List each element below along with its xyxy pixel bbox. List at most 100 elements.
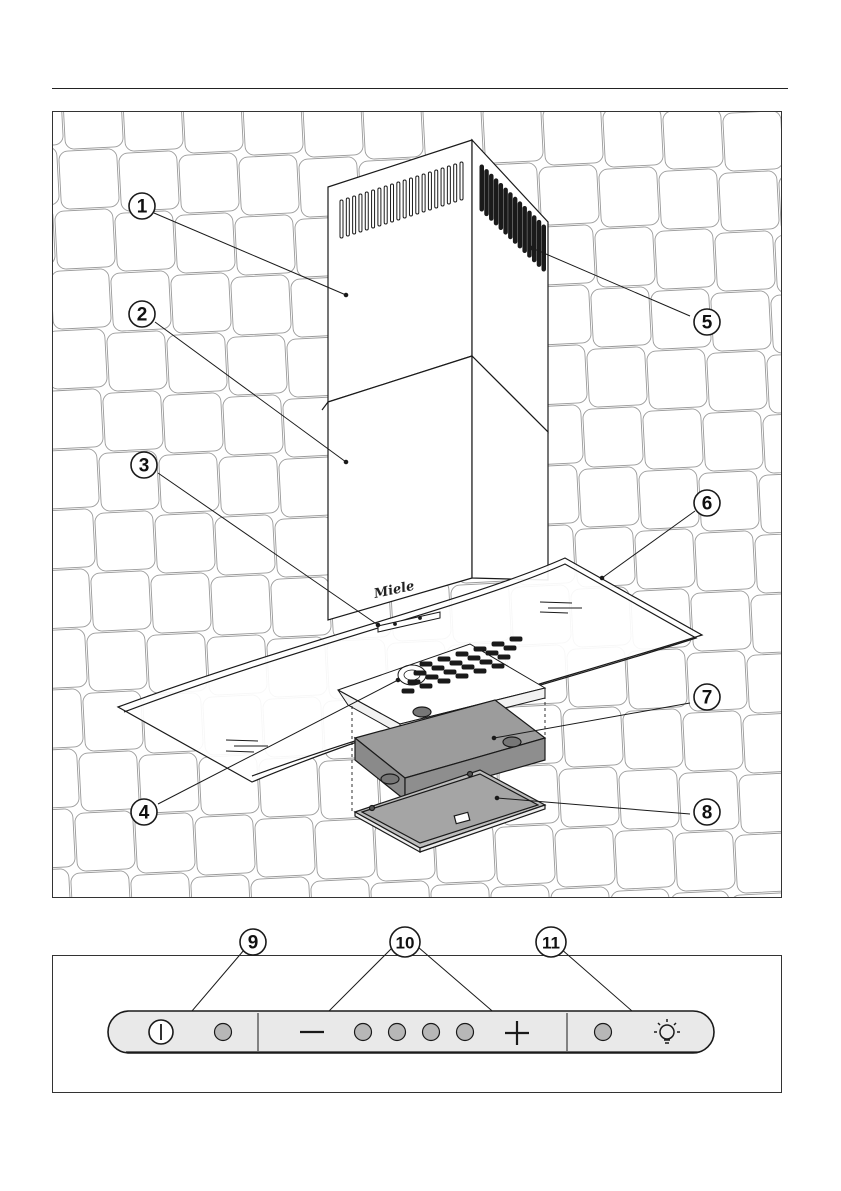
wall-tile (31, 569, 92, 630)
wall-tile (95, 511, 156, 572)
wall-tile (35, 509, 96, 570)
wall-tile (23, 689, 84, 750)
wall-tile (719, 171, 780, 232)
callout-label-2: 2 (137, 305, 148, 326)
wall-tile (171, 273, 232, 334)
wall-tile (0, 507, 35, 568)
wall-tile (791, 895, 841, 956)
wall-tile (759, 473, 820, 534)
wall-tile (583, 407, 644, 468)
fan-minus-button[interactable] (298, 1022, 328, 1042)
wall-tile (611, 889, 672, 950)
wall-tile (495, 825, 556, 886)
wall-tile (731, 893, 792, 954)
wall-tile (647, 349, 708, 410)
wall-tile (603, 107, 664, 168)
wall-tile (51, 269, 112, 330)
wall-tile (827, 355, 841, 416)
wall-tile (3, 87, 64, 148)
wall-tile (275, 517, 336, 578)
wall-tile (771, 293, 832, 354)
wall-tile (47, 329, 108, 390)
grille-slot (420, 684, 432, 688)
wall-tile (695, 531, 756, 592)
wall-tile (19, 749, 80, 810)
callout-label-10: 10 (396, 934, 415, 953)
grille-slot (492, 642, 504, 646)
wall-tile (363, 99, 424, 160)
wall-tile (431, 883, 492, 944)
wall-tile (803, 715, 841, 776)
wall-tile (559, 767, 620, 828)
wall-tile (727, 953, 788, 1014)
wall-tile (239, 155, 300, 216)
wall-tile (819, 475, 841, 536)
wall-tile (43, 389, 104, 450)
wall-tile (63, 89, 124, 150)
wall-tile (607, 949, 668, 1010)
wall-tile (131, 873, 192, 934)
wall-tile (155, 513, 216, 574)
wall-tile (0, 627, 27, 688)
wall-tile (599, 167, 660, 228)
vent-slot (518, 202, 522, 248)
wall-tile (563, 707, 624, 768)
wall-tile (123, 91, 184, 152)
wall-tile (0, 687, 23, 748)
grille-slot (438, 657, 450, 661)
light-button[interactable] (650, 1016, 684, 1048)
wall-tile (627, 649, 688, 710)
wall-tile (483, 103, 544, 164)
wall-tile (487, 945, 548, 1006)
wall-tile (175, 213, 236, 274)
wall-tile (755, 533, 816, 594)
vent-slot (490, 174, 494, 220)
wall-tile (91, 571, 152, 632)
grille-slot (462, 665, 474, 669)
wall-tile (307, 939, 368, 1000)
wall-tile (163, 393, 224, 454)
wall-tile (635, 529, 696, 590)
wall-tile (715, 231, 776, 292)
wall-tile (723, 111, 784, 172)
wall-tile (543, 105, 604, 166)
wall-tile (807, 655, 841, 716)
vent-slot (532, 216, 536, 262)
vent-slot (513, 197, 517, 243)
power-button[interactable] (149, 1020, 173, 1044)
wall-tile (231, 275, 292, 336)
vent-slot (528, 211, 532, 257)
wall-tile (243, 95, 304, 156)
wall-tile (539, 165, 600, 226)
wall-tile (811, 595, 841, 656)
vent-slot (542, 225, 546, 271)
wall-tile (167, 333, 228, 394)
vent-slot (499, 183, 503, 229)
wall-tile (787, 955, 841, 1016)
vent-slot (485, 170, 489, 216)
callout-label-9: 9 (248, 933, 259, 954)
grille-slot (432, 666, 444, 670)
wall-tile (0, 207, 55, 268)
lower-duct-front (328, 356, 472, 620)
fan-level-led-3 (423, 1024, 440, 1041)
wall-tile (667, 951, 728, 1012)
vent-slot (509, 193, 512, 239)
wall-tile (7, 929, 68, 990)
grille-slot (444, 670, 456, 674)
wall-tile (779, 173, 840, 234)
wall-tile (799, 775, 841, 836)
vent-slot (504, 188, 508, 234)
grille-slot (450, 661, 462, 665)
grille-slot (456, 674, 468, 678)
grille-slot (498, 655, 510, 659)
wall-tile (55, 209, 116, 270)
grille-slot (468, 656, 480, 660)
wall-tile (191, 875, 252, 936)
wall-tile (211, 575, 272, 636)
fan-plus-button[interactable] (503, 1020, 531, 1046)
wall-tile (0, 267, 51, 328)
callout-label-3: 3 (139, 456, 150, 477)
wall-tile (707, 351, 768, 412)
